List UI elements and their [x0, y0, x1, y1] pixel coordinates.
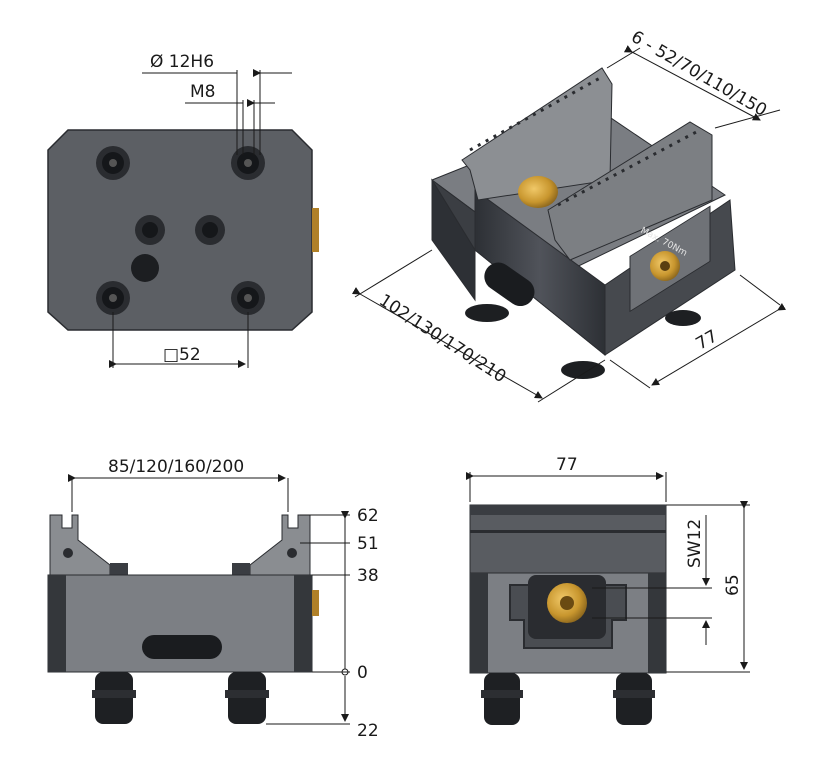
top-view: Ø 12H6 M8 □52: [47, 52, 319, 368]
side-view: 77 65 SW12: [466, 455, 750, 725]
center-hole-left: [135, 215, 165, 245]
top-view-plate: [47, 129, 313, 331]
iso-foot-left: [465, 304, 509, 322]
front-h22-label: 22: [357, 721, 379, 741]
wrench-label: SW12: [685, 519, 705, 568]
depth-label: 77: [693, 326, 722, 354]
thread-label: M8: [190, 82, 215, 102]
bolt-hole-bottom-right: [231, 281, 265, 315]
jaw-label: 6 - 52/70/110/150: [628, 27, 771, 121]
front-slot: [142, 635, 222, 659]
iso-jaw-front: [547, 121, 713, 261]
front-h62-label: 62: [357, 506, 379, 526]
square-label: □52: [163, 345, 201, 365]
iso-foot-right: [665, 310, 701, 326]
front-view: 85/120/160/200 62 51 38 0 22: [47, 457, 379, 741]
center-hole-right: [195, 215, 225, 245]
iso-view: Max. 70Nm 6 - 52/70/110/150 102/130/170/…: [351, 27, 787, 403]
iso-foot-front: [561, 361, 605, 379]
front-h0-label: 0: [357, 663, 368, 683]
side-foot-right: [616, 673, 652, 725]
front-h51-label: 51: [357, 534, 379, 554]
top-view-side-brass: [312, 208, 319, 252]
bolt-hole-top-left: [96, 146, 130, 180]
front-width-label: 85/120/160/200: [108, 457, 244, 477]
side-height-label: 65: [723, 574, 743, 596]
iso-spindle-brass: [518, 176, 558, 208]
bolt-hole-bottom-left: [96, 281, 130, 315]
front-h38-label: 38: [357, 566, 379, 586]
dia-label: Ø 12H6: [150, 52, 214, 72]
front-jaw-left: [49, 514, 111, 576]
locating-pin: [131, 254, 159, 282]
side-top-jaw: [469, 504, 667, 574]
bolt-hole-top-right: [231, 146, 265, 180]
side-foot-left: [484, 673, 520, 725]
front-jaw-right: [249, 514, 311, 576]
iso-jaw-teeth: [469, 76, 701, 207]
side-width-label: 77: [556, 455, 578, 475]
